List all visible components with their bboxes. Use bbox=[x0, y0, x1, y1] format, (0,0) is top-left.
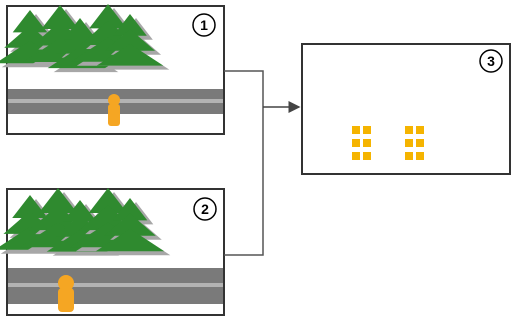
connector-from-panel-2 bbox=[224, 107, 264, 256]
panel-1: 1 bbox=[0, 4, 225, 135]
connector-from-panel-1 bbox=[224, 70, 264, 107]
light-square bbox=[416, 139, 424, 147]
light-square bbox=[352, 126, 360, 134]
light-square bbox=[352, 152, 360, 160]
light-square bbox=[352, 139, 360, 147]
light-square bbox=[405, 139, 413, 147]
panel-1-pedestrian-icon bbox=[108, 94, 120, 126]
connector-lines bbox=[224, 70, 301, 256]
panel-2-road-stripe bbox=[8, 283, 223, 287]
light-square bbox=[363, 152, 371, 160]
panel-3: 3 bbox=[301, 43, 511, 175]
light-square bbox=[363, 126, 371, 134]
panel-1-number-badge: 1 bbox=[192, 13, 216, 37]
light-square bbox=[416, 152, 424, 160]
panel-2-trees-icon bbox=[0, 188, 171, 256]
panel-3-number-badge: 3 bbox=[479, 49, 503, 73]
light-square bbox=[416, 126, 424, 134]
panel-2-number-badge: 2 bbox=[193, 197, 217, 221]
light-grid-icon bbox=[352, 126, 424, 160]
light-square bbox=[405, 126, 413, 134]
panel-2: 2 bbox=[0, 188, 225, 316]
panel-3-number: 3 bbox=[487, 53, 495, 69]
panel-2-number: 2 bbox=[201, 201, 209, 217]
light-square bbox=[363, 139, 371, 147]
light-square bbox=[405, 152, 413, 160]
panel-1-trees-icon bbox=[0, 4, 170, 73]
panel-1-number: 1 bbox=[200, 17, 208, 33]
panel-2-pedestrian-icon bbox=[58, 275, 74, 312]
